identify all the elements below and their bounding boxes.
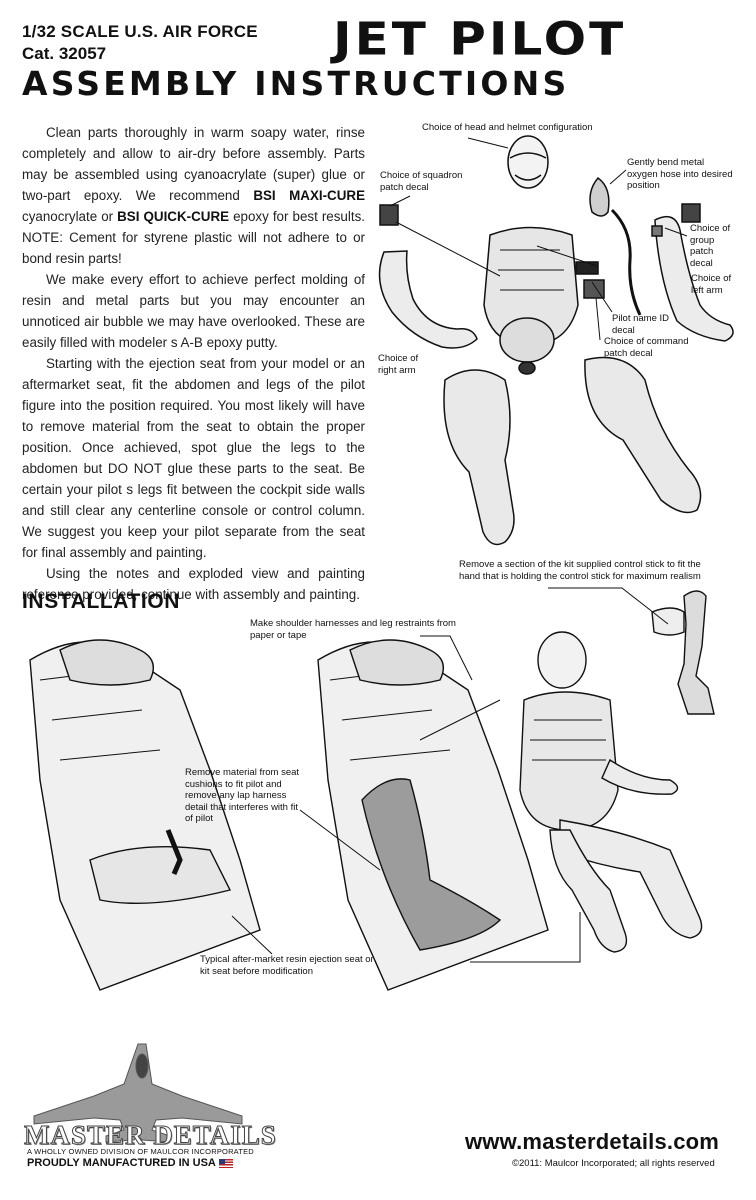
website-url[interactable]: www.masterdetails.com	[465, 1129, 720, 1154]
paragraph-painting: Using the notes and exploded view and pa…	[22, 566, 365, 602]
paragraph-fitting: Starting with the ejection seat from you…	[22, 356, 365, 560]
callout-squadron: Choice of squadron patch decal	[380, 170, 463, 193]
made-in-usa: PROUDLY MANUFACTURED IN USA	[27, 1157, 233, 1169]
scale-line: 1/32 SCALE U.S. AIR FORCE	[22, 22, 258, 41]
page-title: JET PILOT	[333, 13, 627, 66]
callout-left-arm: Choice of left arm	[691, 273, 732, 296]
callout-hose: Gently bend metal oxygen hose into desir…	[627, 157, 733, 191]
division-text: A WHOLLY OWNED DIVISION OF MAULCOR INCOR…	[27, 1147, 254, 1156]
callout-pilot-name: Pilot name ID decal	[612, 313, 670, 336]
callout-command: Choice of command patch decal	[604, 336, 689, 359]
callout-head: Choice of head and helmet configuration	[422, 122, 593, 133]
callout-cushions: Remove material from seat cushions to fi…	[185, 767, 300, 824]
catalog-number: Cat. 32057	[22, 44, 107, 63]
copyright: ©2011: Maulcor Incorporated; all rights …	[512, 1158, 715, 1169]
brand-logo: MASTER DETAILS	[24, 1120, 277, 1151]
callout-right-arm: Choice of right arm	[378, 353, 419, 376]
paragraph-cleaning: Clean parts thoroughly in warm soapy wat…	[22, 125, 365, 266]
callout-seat: Typical after-market resin ejection seat…	[200, 954, 374, 977]
instructions-text: Clean parts thoroughly in warm soapy wat…	[22, 122, 365, 605]
page-subtitle: ASSEMBLY INSTRUCTIONS	[22, 64, 570, 103]
callout-harness: Make shoulder harnesses and leg restrain…	[250, 618, 456, 641]
callout-group: Choice of group patch decal	[690, 223, 731, 269]
callout-control-stick: Remove a section of the kit supplied con…	[459, 559, 701, 582]
installation-heading: INSTALLATION	[22, 590, 181, 613]
us-flag-icon	[218, 1158, 233, 1168]
paragraph-molding: We make every effort to achieve perfect …	[22, 272, 365, 350]
